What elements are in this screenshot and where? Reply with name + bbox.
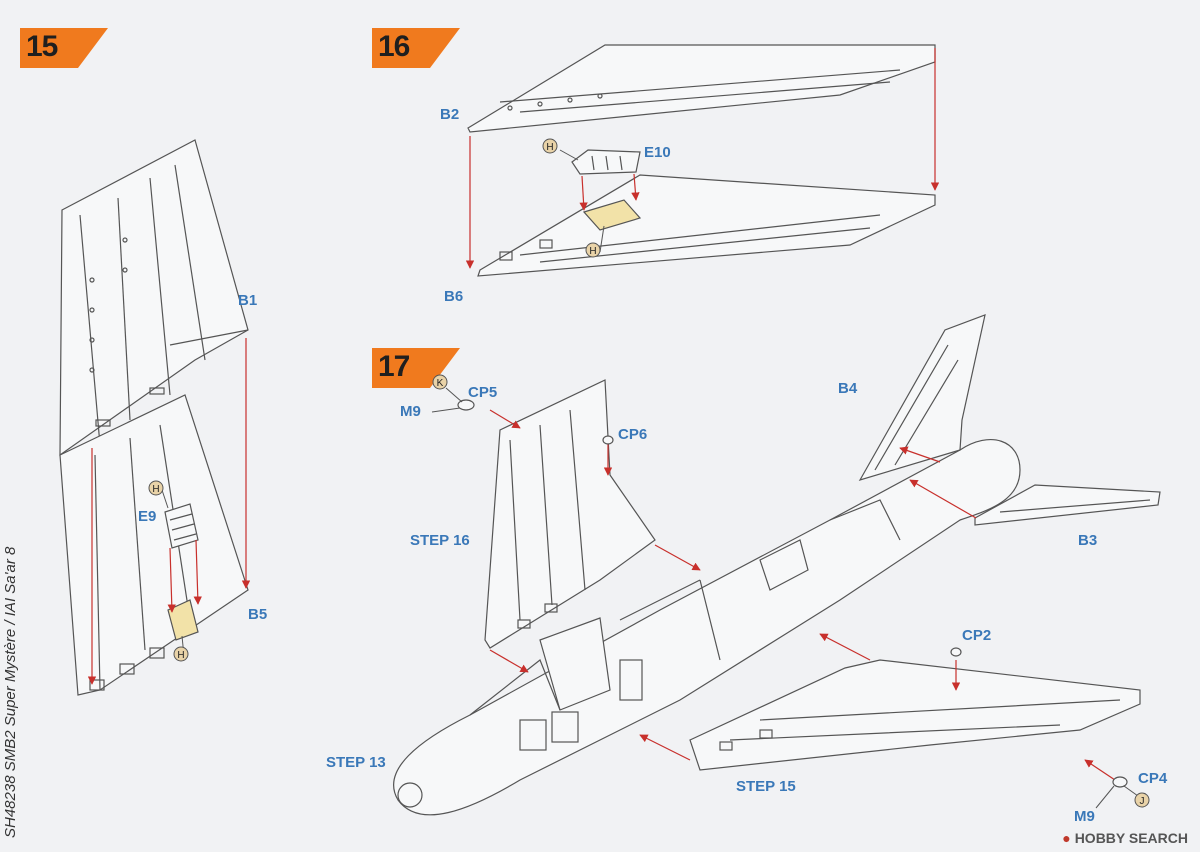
marker-h1-label: H — [152, 484, 159, 495]
leader-line — [559, 149, 579, 161]
right-wing-assembly — [689, 659, 1141, 771]
arrow — [579, 175, 588, 211]
marker-k-label: K — [437, 378, 444, 389]
brand-watermark: ●HOBBY SEARCH — [1062, 830, 1188, 846]
leader-line — [599, 225, 605, 253]
callout-b1: B1 — [238, 292, 258, 309]
step-15-wing-lower-b5 — [59, 394, 249, 696]
callout-e10: E10 — [644, 144, 671, 161]
arrow — [819, 633, 871, 661]
marker-h2-label: H — [177, 650, 184, 661]
arrow — [193, 539, 202, 605]
step-16-badge: 16 — [372, 28, 462, 68]
arrow — [1084, 759, 1116, 781]
marker-h4: H — [585, 242, 601, 258]
step-16-wing-upper-b2 — [467, 44, 936, 133]
badge-background — [20, 28, 108, 68]
arrow — [489, 409, 521, 429]
arrow — [639, 734, 691, 761]
leader-line — [445, 387, 463, 403]
callout-b6: B6 — [444, 288, 464, 305]
callout-cp2: CP2 — [962, 627, 992, 644]
step-badge-shape — [372, 348, 460, 388]
callout-b4: B4 — [838, 380, 858, 397]
hobby-search-logo-icon: ● — [1062, 830, 1071, 846]
callout-step15: STEP 15 — [736, 778, 796, 795]
leader-line — [1123, 785, 1139, 797]
tail-fin-b4 — [858, 314, 986, 482]
part-e10 — [571, 149, 641, 175]
arrow — [654, 544, 701, 571]
leader-line — [161, 489, 169, 509]
callout-b3: B3 — [1078, 532, 1098, 549]
marker-h3-label: H — [546, 142, 553, 153]
callout-step16: STEP 16 — [410, 532, 470, 549]
part-cp5 — [457, 399, 475, 411]
marker-h1: H — [148, 480, 164, 496]
fuselage — [393, 439, 1021, 816]
marker-j-label: J — [1140, 796, 1145, 807]
part-e10-location — [582, 199, 642, 231]
marker-h3: H — [542, 138, 558, 154]
arrow — [631, 173, 640, 201]
callout-cp4: CP4 — [1138, 770, 1168, 787]
marker-h4-label: H — [589, 246, 596, 257]
step-16-wing-lower-b6 — [477, 174, 936, 277]
marker-j: J — [1134, 792, 1150, 808]
callout-cp5: CP5 — [468, 384, 498, 401]
callout-step13: STEP 13 — [326, 754, 386, 771]
arrow — [489, 649, 529, 673]
step-badge-shape — [372, 28, 460, 68]
leader-line — [431, 407, 461, 413]
callout-b2: B2 — [440, 106, 460, 123]
callout-e9: E9 — [138, 508, 157, 525]
kit-title-vertical: SH48238 SMB2 Super Mystère / IAI Sa'ar 8 — [2, 546, 19, 838]
callout-cp6: CP6 — [618, 426, 648, 443]
callout-m9-bottom: M9 — [1074, 808, 1095, 825]
arrow — [909, 479, 977, 519]
step-16-number: 16 — [378, 30, 410, 63]
callout-m9-top: M9 — [400, 403, 421, 420]
marker-k: K — [432, 374, 448, 390]
step-15-badge: 15 — [20, 28, 110, 68]
step-badge-shape — [20, 28, 108, 68]
step-15-number: 15 — [26, 30, 58, 63]
part-cp6 — [602, 435, 614, 445]
marker-h2: H — [173, 646, 189, 662]
step-15-wing-upper-b1 — [59, 139, 249, 457]
callout-b5: B5 — [248, 606, 268, 623]
leader-line — [1095, 785, 1115, 809]
step-17-number: 17 — [378, 350, 410, 383]
badge-background — [372, 348, 460, 388]
badge-background — [372, 28, 460, 68]
tailplane-b3 — [974, 484, 1161, 526]
part-cp2 — [950, 647, 962, 657]
arrow — [899, 446, 941, 463]
arrow — [167, 547, 176, 613]
step-17-badge: 17 — [372, 348, 462, 388]
part-cp4 — [1112, 776, 1128, 788]
left-wing-assembly — [484, 379, 656, 649]
brand-text: HOBBY SEARCH — [1074, 830, 1188, 846]
part-e9 — [164, 503, 199, 549]
